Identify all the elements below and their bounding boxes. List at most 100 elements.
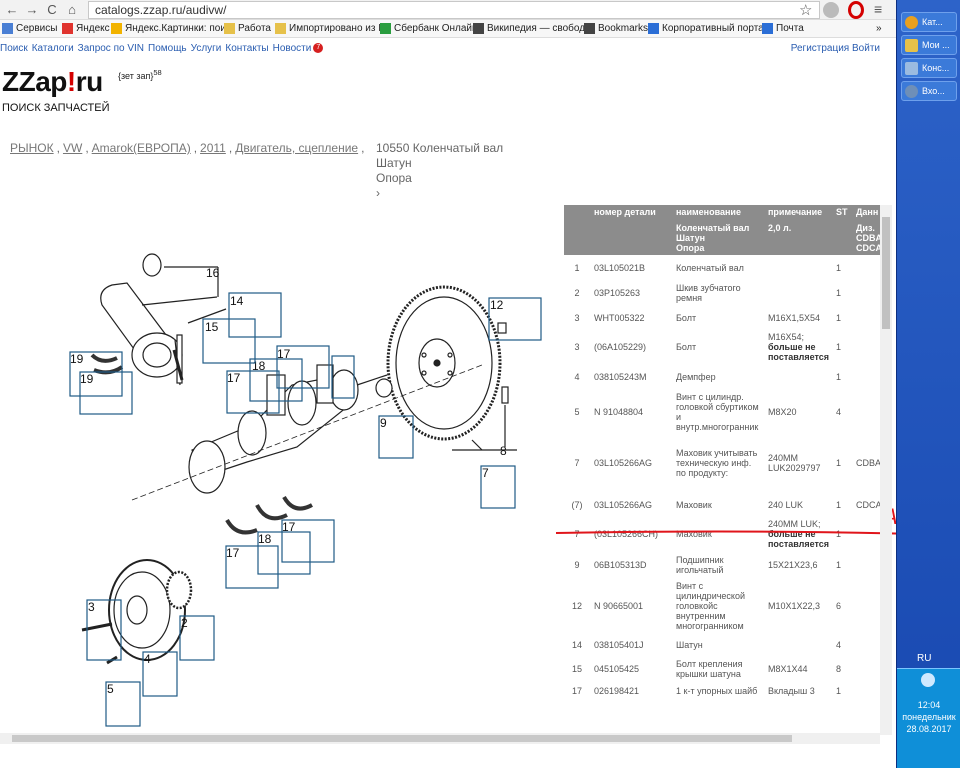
taskbar-item-inbox[interactable]: Вхо... [901, 81, 957, 101]
language-indicator[interactable]: RU [917, 653, 932, 664]
breadcrumb-brand[interactable]: VW [62, 141, 83, 155]
discontinued-note: больше не поставляется [768, 529, 830, 549]
extension-icon[interactable] [823, 2, 839, 18]
hotspot-18[interactable] [249, 358, 303, 402]
horizontal-scrollbar[interactable] [0, 733, 880, 744]
home-button[interactable]: ⌂ [68, 2, 76, 17]
forward-button[interactable]: → [25, 2, 39, 17]
bookmark-item[interactable]: Bookmarks [584, 23, 648, 34]
hotspot-18[interactable] [257, 531, 311, 575]
vertical-scrollbar[interactable] [880, 205, 892, 735]
cell-name: Маховик [676, 499, 712, 510]
cell-part-number: 03P105263 [594, 287, 641, 298]
hotspot-19[interactable] [79, 371, 133, 415]
group-note: 2,0 л. [764, 221, 832, 255]
cell-note: 240MM LUK;больше не поставляется [768, 519, 830, 549]
folder-icon [905, 39, 918, 52]
hotspot-17[interactable] [276, 345, 330, 389]
nav-contacts[interactable]: Контакты [225, 43, 269, 54]
bookmark-item[interactable]: Работа [224, 23, 271, 34]
bookmarks-more-button[interactable]: » [876, 23, 882, 34]
hotspot-5[interactable] [105, 681, 141, 727]
reload-button[interactable]: C [47, 2, 57, 17]
login-link[interactable]: Войти [852, 43, 880, 54]
back-button[interactable]: ← [5, 2, 19, 17]
breadcrumb-year[interactable]: 2011 [200, 141, 226, 155]
hotspot-19[interactable] [69, 351, 123, 397]
cell-st: 1 [836, 458, 842, 468]
hotspot-3[interactable] [86, 599, 122, 661]
cell-st: 8 [836, 664, 842, 674]
nav-vin-request[interactable]: Запрос по VIN [77, 43, 145, 54]
bookmarks-bar: Сервисы Яндекс Яндекс.Картинки: пои Рабо… [0, 20, 896, 38]
hotspot-17[interactable] [226, 370, 280, 414]
cell-note [764, 364, 832, 389]
cell-note [764, 633, 832, 657]
hotspot-12[interactable] [488, 297, 542, 341]
nav-search[interactable]: Поиск [0, 43, 28, 54]
bookmark-star-icon[interactable]: ☆ [799, 2, 813, 19]
cell-part-number: N 90665001 [594, 601, 644, 611]
site-logo[interactable]: ZZap!ru [2, 66, 103, 97]
bookmark-item[interactable]: Википедия — свобод [473, 23, 585, 34]
taskbar-item-catalogs[interactable]: Кат... [901, 12, 957, 32]
nav-services[interactable]: Услуги [190, 43, 222, 54]
apps-icon [2, 23, 13, 34]
bookmark-item[interactable]: Корпоративный порта [648, 23, 764, 34]
cell-part-number: N 91048804 [594, 406, 644, 417]
cell-st: 1 [836, 312, 842, 323]
hotspot-15[interactable] [202, 318, 256, 364]
hotspot-part[interactable] [331, 355, 355, 399]
breadcrumb-group[interactable]: Двигатель, сцепление [235, 141, 359, 155]
vertical-scroll-thumb[interactable] [882, 217, 890, 329]
clock[interactable]: 12:04 понедельник 28.08.2017 [902, 700, 956, 734]
portal-icon [648, 23, 659, 34]
taskbar-item-console[interactable]: Конс... [901, 58, 957, 78]
hotspot-4[interactable] [142, 651, 178, 697]
url-field[interactable]: catalogs.zzap.ru/audivw/ [88, 1, 820, 19]
breadcrumb-market[interactable]: РЫНОК [10, 141, 54, 155]
bookmark-item[interactable]: Почта [762, 23, 804, 34]
cell-data [852, 551, 880, 579]
menu-icon[interactable]: ≡ [874, 1, 883, 17]
bookmark-item[interactable]: Яндекс [62, 23, 110, 34]
opera-icon[interactable] [848, 1, 864, 19]
register-link[interactable]: Регистрация [790, 43, 850, 54]
bookmark-item[interactable]: Сервисы [2, 23, 57, 34]
hotspot-7[interactable] [480, 465, 516, 509]
bookmark-item[interactable]: Яндекс.Картинки: пои [111, 23, 226, 34]
parts-table: номер детали наименование примечание ST … [564, 205, 880, 701]
nav-help[interactable]: Помощь [148, 43, 187, 54]
nav-catalogs[interactable]: Каталоги [31, 43, 74, 54]
cell-position: 14 [571, 640, 582, 650]
cell-note: 240 LUK [768, 499, 804, 510]
bookmark-item[interactable]: Сбербанк Онлайн [380, 23, 478, 34]
breadcrumb-model[interactable]: Amarok(ЕВРОПА) [91, 141, 191, 155]
hotspot-2[interactable] [179, 615, 215, 661]
hotspot-9[interactable] [378, 415, 414, 459]
hotspot-17[interactable] [225, 545, 279, 589]
nav-news[interactable]: Новости [272, 43, 312, 54]
taskbar-item-my-docs[interactable]: Мои ... [901, 35, 957, 55]
bookmark-item[interactable]: Импортировано из IE [275, 23, 388, 34]
cell-name: Маховик учитывать техническую инф. по пр… [676, 448, 758, 478]
callout-4: 4 [144, 652, 151, 666]
horizontal-scroll-thumb[interactable] [12, 735, 792, 742]
hotspot-17[interactable] [281, 519, 335, 563]
tray-arrow-icon[interactable] [921, 673, 935, 687]
